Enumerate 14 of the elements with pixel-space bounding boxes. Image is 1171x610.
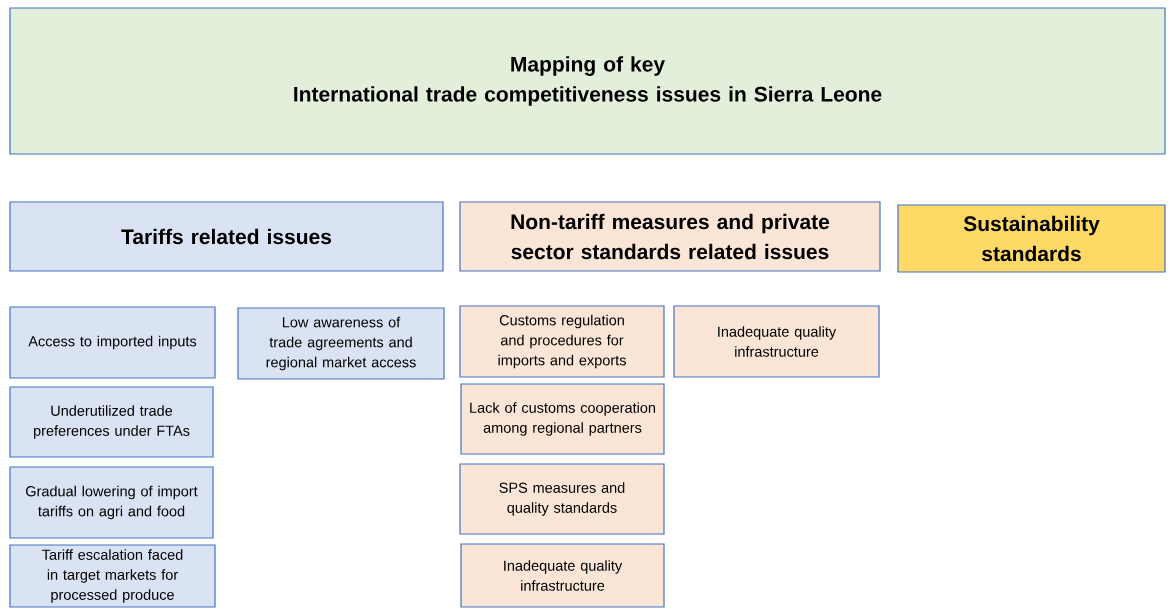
issue-box: Customs regulation and procedures for imports and exports: [459, 305, 665, 378]
issue-box: Lack of customs cooperation among regional partners: [460, 383, 665, 455]
issue-box: Gradual lowering of import tariffs on agri and food: [9, 466, 214, 539]
category-box: Non-tariff measures and private sector standards related issues: [459, 201, 881, 272]
issue-box: Inadequate quality infrastructure: [460, 543, 665, 608]
issue-box: Access to imported inputs: [9, 306, 216, 379]
issue-box: SPS measures and quality standards: [459, 463, 665, 535]
issue-box: Underutilized trade preferences under FTAs: [9, 386, 214, 458]
category-box: Sustainability standards: [897, 204, 1166, 273]
issue-box: Inadequate quality infrastructure: [673, 305, 880, 378]
issue-box: Low awareness of trade agreements and regional market access: [237, 307, 445, 380]
issue-box: Tariff escalation faced in target markets for processed produce: [9, 544, 216, 608]
title-banner: Mapping of key International trade competitiveness issues in Sierra Leone: [9, 7, 1166, 155]
category-box: Tariffs related issues: [9, 201, 444, 272]
